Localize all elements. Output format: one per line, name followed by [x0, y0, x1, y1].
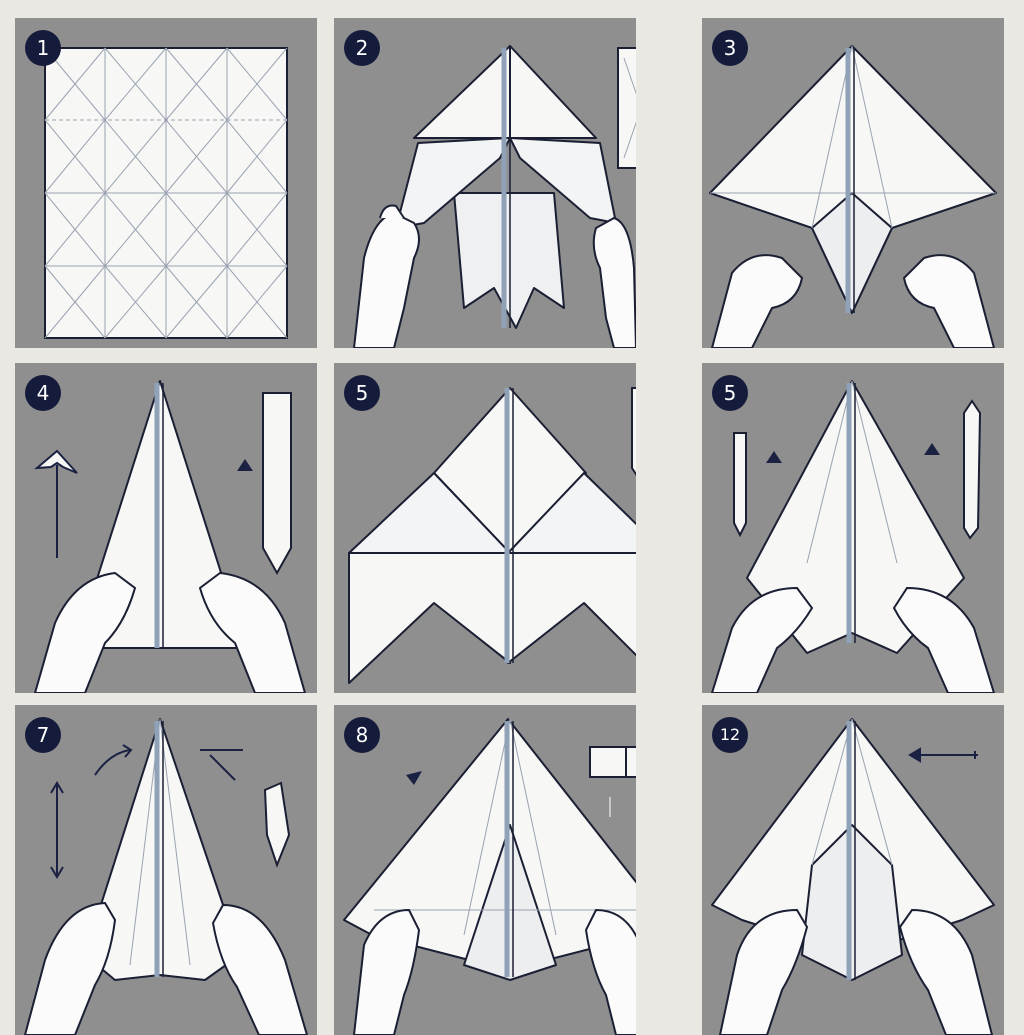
step-panel-1: 1	[15, 18, 317, 348]
hand-icon	[586, 910, 636, 1035]
step-badge-9: 12	[712, 717, 748, 753]
step-3-illustration	[702, 18, 1004, 348]
hand-icon	[720, 910, 807, 1035]
step-2-illustration	[334, 18, 636, 348]
folding-paper	[396, 46, 616, 328]
fold-arrow-icon	[37, 451, 77, 558]
step-panel-4: 4	[15, 363, 317, 693]
step-badge-3: 3	[712, 30, 748, 66]
folded-detail-icon	[263, 393, 291, 573]
hand-icon	[354, 206, 419, 349]
hand-icon	[25, 903, 115, 1035]
step-badge-4: 4	[25, 375, 61, 411]
step-8-illustration	[334, 705, 636, 1035]
step-panel-2: 2	[334, 18, 636, 348]
step-6-illustration	[702, 363, 1004, 693]
step-panel-5: 5	[334, 363, 636, 693]
hand-icon	[904, 255, 994, 348]
step-badge-5: 5	[344, 375, 380, 411]
creased-sheet	[45, 48, 287, 338]
fold-arrow-icon	[237, 459, 253, 471]
fold-arrow-icon	[910, 749, 978, 761]
folding-paper	[349, 388, 636, 683]
hand-icon	[900, 910, 992, 1035]
step-7-illustration	[15, 705, 317, 1035]
step-badge-6: 5	[712, 375, 748, 411]
hand-icon	[594, 218, 636, 348]
hand-icon	[213, 905, 307, 1035]
step-1-illustration	[15, 18, 317, 348]
step-badge-8: 8	[344, 717, 380, 753]
folded-detail-icon	[265, 783, 289, 865]
step-badge-1: 1	[25, 30, 61, 66]
step-badge-2: 2	[344, 30, 380, 66]
step-5-illustration	[334, 363, 636, 693]
step-4-illustration	[15, 363, 317, 693]
hand-icon	[712, 255, 802, 348]
folded-detail-icon	[618, 48, 636, 168]
step-panel-7: 7	[15, 705, 317, 1035]
step-panel-3: 3	[702, 18, 1004, 348]
step-panel-6: 5	[702, 363, 1004, 693]
folded-detail-icon	[590, 747, 636, 817]
folded-detail-icon	[632, 388, 636, 488]
step-panel-8: 8	[334, 705, 636, 1035]
step-badge-7: 7	[25, 717, 61, 753]
fold-arrow-icon	[406, 771, 422, 785]
step-9-illustration	[702, 705, 1004, 1035]
step-panel-9: 12	[702, 705, 1004, 1035]
